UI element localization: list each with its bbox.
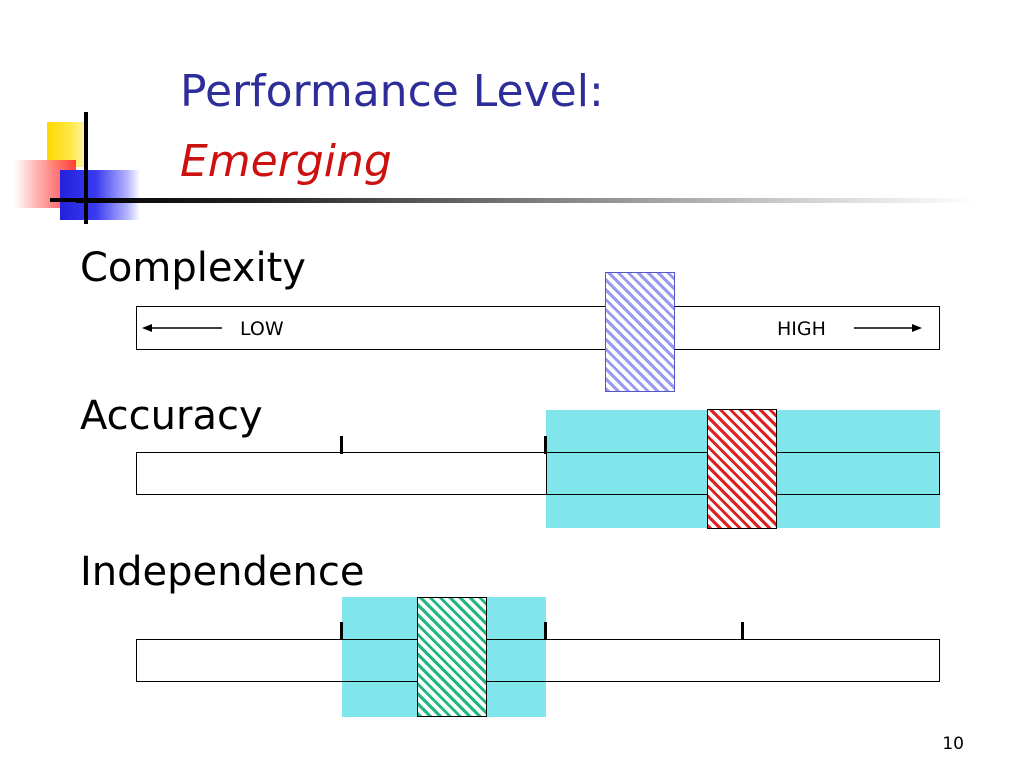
accuracy-tick <box>340 436 343 454</box>
complexity-label: Complexity <box>80 245 306 291</box>
decor-horizontal-line <box>50 198 76 202</box>
slide-title: Performance Level: <box>180 66 604 117</box>
independence-label: Independence <box>80 549 365 595</box>
independence-tick <box>340 622 343 640</box>
complexity-marker <box>605 272 675 392</box>
accuracy-label: Accuracy <box>80 393 263 439</box>
independence-marker <box>417 597 487 717</box>
accuracy-tick <box>544 436 547 454</box>
accuracy-marker <box>707 409 777 529</box>
low-arrow-icon <box>142 324 222 332</box>
independence-tick <box>741 622 744 640</box>
decor-blue-square <box>60 170 140 220</box>
complexity-track <box>136 306 940 350</box>
slide-subtitle: Emerging <box>180 136 392 187</box>
complexity-low-label: LOW <box>240 318 284 340</box>
decor-yellow-square <box>47 122 87 167</box>
page-number: 10 <box>942 734 964 754</box>
complexity-high-label: HIGH <box>777 318 826 340</box>
high-arrow-icon <box>854 324 922 332</box>
decor-vertical-line <box>84 112 88 224</box>
accuracy-track-white-segment <box>136 452 547 495</box>
independence-tick <box>544 622 547 640</box>
title-underline-rule <box>76 198 976 203</box>
